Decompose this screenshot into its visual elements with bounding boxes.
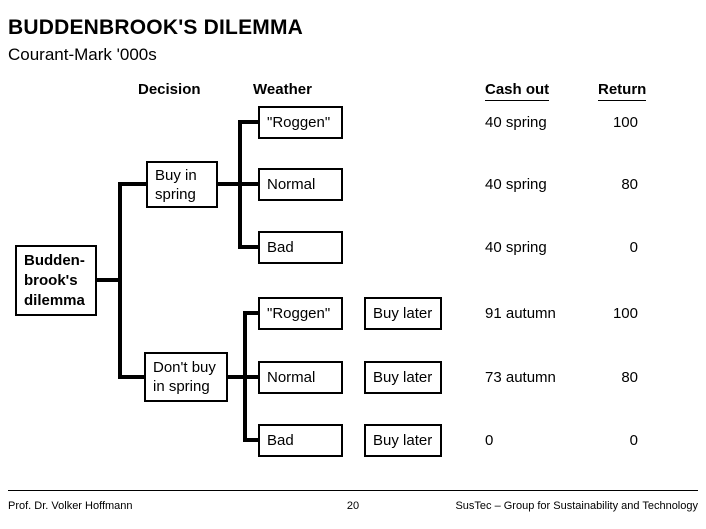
decision-node-buy-in-spring: Buy in spring — [146, 161, 218, 208]
weather-node-bad-1: Bad — [258, 231, 343, 264]
connector-branch1-stub — [218, 182, 242, 186]
weather-node-normal-2: Normal — [258, 361, 343, 394]
connector-branch1-row1 — [238, 120, 258, 124]
weather-node-label: Normal — [267, 176, 316, 193]
decision-node-label: Don't buy in spring — [153, 359, 216, 395]
root-node-line: dilemma — [24, 291, 85, 309]
root-node-line: Budden- — [24, 251, 85, 269]
footer-page-number: 20 — [346, 500, 360, 512]
weather-node-label: Bad — [267, 239, 294, 256]
decision-node-label: Buy in spring — [155, 166, 197, 203]
connector-branch2-row1 — [243, 311, 258, 315]
cash-out-value: 0 — [485, 432, 494, 449]
cash-out-value: 91 autumn — [485, 305, 556, 322]
footer-divider — [8, 490, 698, 491]
column-header-cash-out: Cash out — [485, 81, 550, 101]
action-node-buy-later-3: Buy later — [364, 424, 442, 457]
return-value: 0 — [629, 239, 638, 256]
column-header-weather: Weather — [253, 81, 312, 98]
connector-stub-dont-buy — [118, 375, 146, 379]
connector-branch1-row3 — [238, 245, 258, 249]
connector-stub-buy — [118, 182, 146, 186]
root-node-line: brook's — [24, 271, 78, 289]
action-node-label: Buy later — [373, 432, 433, 449]
page-title: BUDDENBROOK'S DILEMMA — [8, 16, 304, 39]
connector-root-trunk — [118, 182, 122, 379]
return-value: 80 — [621, 369, 638, 386]
footer-organization: SusTec – Group for Sustainability and Te… — [455, 500, 698, 512]
cash-out-value: 73 autumn — [485, 369, 556, 386]
weather-node-label: "Roggen" — [267, 114, 331, 131]
weather-node-roggen-2: "Roggen" — [258, 297, 343, 330]
page-subtitle: Courant-Mark '000s — [8, 45, 157, 64]
connector-root-stub — [97, 278, 122, 282]
action-node-label: Buy later — [373, 369, 433, 386]
connector-branch2-stub — [228, 375, 247, 379]
action-node-label: Buy later — [373, 305, 433, 322]
weather-node-normal-1: Normal — [258, 168, 343, 201]
action-node-buy-later-1: Buy later — [364, 297, 442, 330]
weather-node-bad-2: Bad — [258, 424, 343, 457]
cash-out-value: 40 spring — [485, 114, 547, 131]
cash-out-value: 40 spring — [485, 176, 547, 193]
column-header-return: Return — [598, 81, 647, 101]
weather-node-label: Bad — [267, 432, 294, 449]
cash-out-value: 40 spring — [485, 239, 547, 256]
return-value: 100 — [612, 305, 638, 322]
return-value: 80 — [621, 176, 638, 193]
weather-node-roggen-1: "Roggen" — [258, 106, 343, 139]
weather-node-label: Normal — [267, 369, 316, 386]
decision-node-dont-buy-in-spring: Don't buy in spring — [144, 352, 228, 402]
root-node: Budden- brook's dilemma — [15, 245, 97, 316]
action-node-buy-later-2: Buy later — [364, 361, 442, 394]
connector-branch2-row2 — [243, 375, 258, 379]
connector-branch2-row3 — [243, 438, 258, 442]
connector-branch1-row2 — [238, 182, 258, 186]
return-value: 100 — [612, 114, 638, 131]
footer-author: Prof. Dr. Volker Hoffmann — [8, 500, 133, 512]
return-value: 0 — [629, 432, 638, 449]
weather-node-label: "Roggen" — [267, 305, 331, 322]
column-header-decision: Decision — [138, 81, 201, 98]
